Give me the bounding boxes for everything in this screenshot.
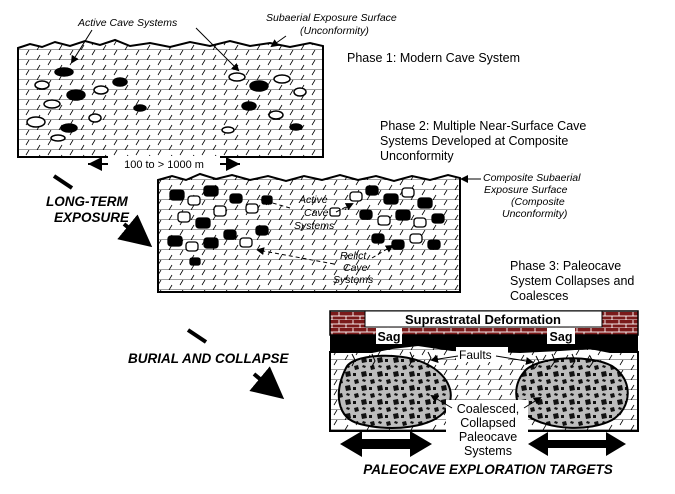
sag-left-box: [376, 328, 402, 344]
phase2-active-2: Cave: [304, 207, 329, 219]
phase2-relict-3: Systems: [333, 274, 374, 286]
target-arrow-left: [340, 431, 432, 457]
phase2-composite-1: Composite Subaerial: [483, 172, 581, 184]
coalesced-pointer-right: [523, 396, 542, 409]
coalesced-2: Collapsed: [460, 416, 516, 430]
phase2-composite-2: Exposure Surface: [484, 184, 568, 196]
phase2-block: [157, 172, 461, 293]
phase2-active-pointer-right: [335, 203, 354, 213]
phase1-block: [17, 38, 324, 158]
sag-right-box: [547, 328, 575, 344]
phase2-active-pointer-left: [260, 197, 291, 209]
scale-bar: 100 to > 1000 m: [88, 156, 240, 171]
coalesced-3: Paleocave: [459, 430, 517, 444]
suprastratal-label: Suprastratal Deformation: [405, 312, 561, 327]
long-term-label-1: LONG-TERM: [46, 194, 128, 209]
phase3-block: Suprastratal Deformation Sag Sag Faults …: [329, 310, 639, 462]
phase2-active-3: Systems: [294, 220, 335, 232]
faults-label-box: [456, 347, 508, 362]
burial-label: BURIAL AND COLLAPSE: [128, 351, 289, 366]
phase1-active-pointer: [70, 29, 93, 64]
long-term-arrow-tail: [52, 174, 74, 190]
phase2-relict-pointer-left: [256, 247, 335, 265]
faults-label: Faults: [459, 348, 492, 362]
phase2-title-2: Systems Developed at Composite: [380, 134, 568, 148]
suprastratal-label-box: [364, 310, 603, 328]
phase2-title-1: Phase 2: Multiple Near-Surface Cave: [380, 119, 586, 133]
long-term-arrow-head: [117, 214, 153, 248]
phase2-relict-1: Relict: [340, 250, 367, 262]
phase3-title-2: System Collapses and: [510, 274, 634, 288]
faults-pointer-left: [430, 355, 459, 364]
phase2-composite-3: (Composite: [511, 196, 565, 208]
phase2-active-1: Active: [298, 194, 328, 206]
phase3-title-1: Phase 3: Paleocave: [510, 259, 621, 273]
phase2-relict-2: Cave: [343, 262, 368, 274]
burial-arrow-tail: [186, 328, 208, 344]
scale-bar-label: 100 to > 1000 m: [124, 159, 204, 171]
phase1-title: Phase 1: Modern Cave System: [347, 51, 520, 65]
fault-lines: [351, 351, 594, 369]
phase1-caves: [26, 67, 307, 142]
coalesced-1: Coalesced,: [457, 402, 520, 416]
phase1-surface-label: Subaerial Exposure Surface: [266, 12, 397, 24]
phase3-title-3: Coalesces: [510, 289, 568, 303]
right-paleocave: [515, 357, 629, 429]
sag-left-label: Sag: [378, 330, 401, 344]
phase1-cave-pointer: [195, 27, 240, 72]
burial-arrow-head: [249, 366, 285, 400]
target-arrow-right: [528, 432, 626, 456]
phase2-relict-pointer-right: [371, 244, 394, 259]
sag-right-label: Sag: [550, 330, 573, 344]
coalesced-pointer-left: [430, 394, 453, 409]
faults-pointer-right: [495, 355, 534, 365]
coalesced-label-box: [446, 400, 528, 462]
exploration-targets-label: PALEOCAVE EXPLORATION TARGETS: [363, 462, 613, 477]
phase1-surface-label-2: (Unconformity): [300, 25, 369, 37]
phase1-active-label: Active Cave Systems: [77, 17, 178, 29]
phase1-surface-pointer: [270, 35, 287, 48]
coalesced-4: Systems: [464, 444, 512, 458]
long-term-label-2: EXPOSURE: [54, 210, 130, 225]
phase2-title-3: Unconformity: [380, 149, 454, 163]
phase2-caves: [167, 185, 445, 266]
phase2-composite-4: Unconformity): [502, 208, 567, 220]
